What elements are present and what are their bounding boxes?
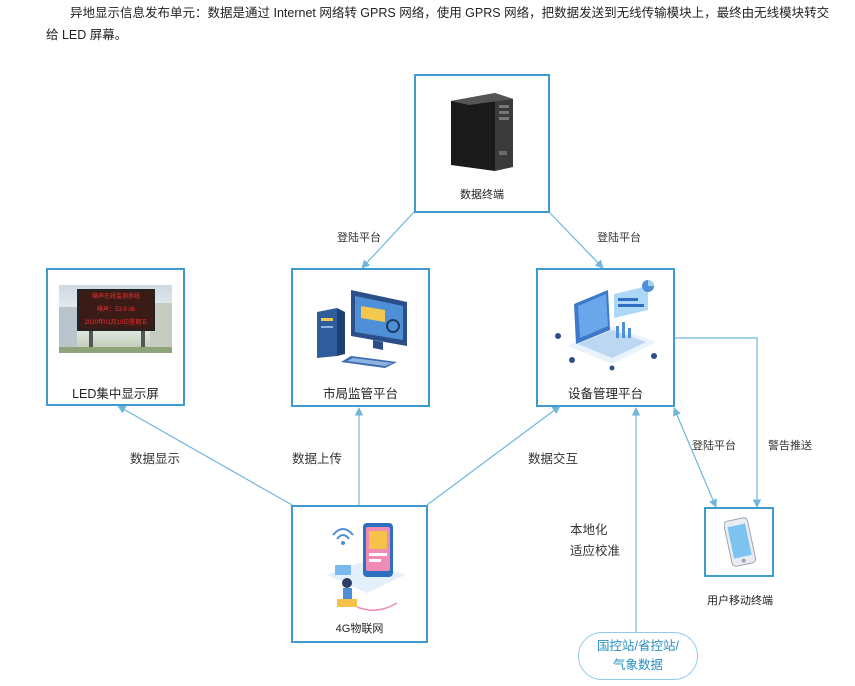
edge-label-data-exchange: 数据交互 bbox=[528, 452, 579, 466]
led-screen-line3: 2020年01月10日星期五 bbox=[84, 320, 148, 326]
edge-device-mobile-login bbox=[673, 407, 717, 508]
desktop-computer-icon bbox=[317, 290, 407, 368]
edge-iot-to-device bbox=[426, 405, 561, 506]
node-label-city-monitor: 市局监管平台 bbox=[322, 387, 398, 401]
node-label-data-terminal: 数据终端 bbox=[460, 189, 504, 201]
edge-device-to-mobile-alert bbox=[674, 337, 762, 508]
edge-terminal-to-device bbox=[548, 211, 604, 269]
node-city-monitor[interactable]: 市局监管平台 bbox=[291, 268, 430, 407]
edge-label-data-upload: 数据上传 bbox=[292, 452, 343, 466]
smartphone-icon bbox=[724, 517, 756, 567]
source-data-pill[interactable]: 国控站/省控站/ 气象数据 bbox=[578, 632, 698, 680]
edge-label-login-right: 登陆平台 bbox=[597, 232, 641, 244]
node-data-terminal[interactable]: 数据终端 bbox=[414, 74, 550, 213]
edge-label-login-left: 登陆平台 bbox=[337, 232, 381, 244]
edge-label-data-display: 数据显示 bbox=[130, 452, 181, 466]
edge-label-localize-2: 适应校准 bbox=[570, 544, 621, 558]
edge-terminal-to-city bbox=[361, 211, 415, 269]
intro-paragraph: 异地显示信息发布单元：数据是通过 Internet 网络转 GPRS 网络，使用… bbox=[46, 6, 830, 42]
edge-label-localize-1: 本地化 bbox=[570, 523, 608, 537]
node-mobile-terminal[interactable] bbox=[704, 507, 774, 577]
laptop-dashboard-icon bbox=[555, 280, 657, 371]
node-label-mobile-terminal: 用户移动终端 bbox=[707, 595, 773, 607]
node-iot-4g[interactable]: 4G物联网 bbox=[291, 505, 428, 643]
led-screen-photo: 噪声在线监测系统 噪声：53.9 db 2020年01月10日星期五 bbox=[59, 285, 172, 353]
source-line2: 气象数据 bbox=[612, 658, 663, 672]
server-tower-icon bbox=[451, 93, 513, 171]
edge-label-login-mobile: 登陆平台 bbox=[692, 440, 736, 452]
edge-iot-to-led bbox=[117, 405, 293, 506]
iot-phone-illustration bbox=[327, 523, 405, 611]
source-line1: 国控站/省控站/ bbox=[597, 639, 679, 653]
edge-label-alert-push: 警告推送 bbox=[768, 440, 812, 452]
node-label-device-mgmt: 设备管理平台 bbox=[567, 387, 643, 401]
node-led-screen[interactable]: 噪声在线监测系统 噪声：53.9 db 2020年01月10日星期五 LED集中… bbox=[46, 268, 185, 406]
node-label-led-screen: LED集中显示屏 bbox=[72, 387, 159, 401]
led-screen-line2: 噪声：53.9 db bbox=[96, 307, 136, 313]
node-device-mgmt[interactable]: 设备管理平台 bbox=[536, 268, 675, 407]
node-label-iot-4g: 4G物联网 bbox=[335, 623, 384, 635]
led-screen-line1: 噪声在线监测系统 bbox=[91, 294, 140, 300]
